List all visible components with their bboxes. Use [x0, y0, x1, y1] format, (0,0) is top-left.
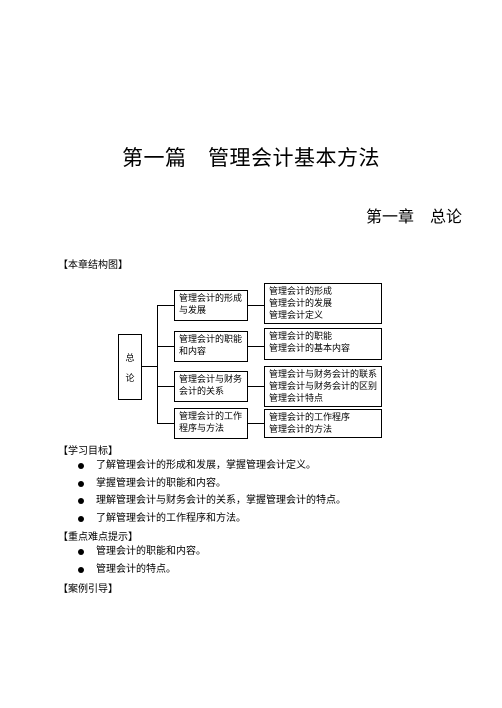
objective-text: 了解管理会计的形成和发展，掌握管理会计定义。 [96, 460, 316, 471]
case-label: 【案例引导】 [58, 584, 118, 595]
branch-label: 管理会计的职能 [179, 335, 243, 345]
branch-box: 管理会计的职能 和内容 [174, 331, 248, 362]
detail-item: 管理会计特点 [269, 394, 324, 404]
objective-text: 了解管理会计的工作程序和方法。 [96, 512, 246, 524]
keypoint-text: 管理会计的特点。 [96, 563, 176, 575]
connector-line [157, 305, 174, 306]
bullet-icon [78, 480, 84, 487]
detail-item: 管理会计的基本内容 [269, 344, 351, 354]
branch-label: 管理会计与财务 [179, 375, 243, 385]
list-item: 掌握管理会计的职能和内容。 [78, 475, 346, 493]
list-item: 管理会计的职能和内容。 [78, 543, 206, 561]
connector-line [248, 386, 264, 387]
branch-label: 管理会计的形成 [179, 294, 243, 304]
connector-line [157, 346, 174, 347]
chapter-title: 第一章 总论 [365, 207, 462, 226]
detail-box: 管理会计的工作程序 管理会计的方法 [264, 409, 382, 438]
list-item: 了解管理会计的形成和发展，掌握管理会计定义。 [78, 457, 346, 475]
objectives-list: 了解管理会计的形成和发展，掌握管理会计定义。 掌握管理会计的职能和内容。 理解管… [78, 457, 346, 527]
keypoints-list: 管理会计的职能和内容。 管理会计的特点。 [78, 543, 206, 578]
root-char: 论 [125, 374, 135, 384]
branch-box: 管理会计的工作 程序与方法 [174, 408, 248, 439]
objective-text: 理解管理会计与财务会计的关系，掌握管理会计的特点。 [96, 495, 346, 506]
branch-label: 与发展 [179, 306, 207, 316]
list-item: 了解管理会计的工作程序和方法。 [78, 510, 346, 528]
detail-item: 管理会计与财务会计的区别 [269, 382, 378, 392]
branch-box: 管理会计与财务 会计的关系 [174, 371, 248, 402]
detail-item: 管理会计的工作程序 [269, 413, 351, 423]
detail-item: 管理会计的形成 [269, 287, 333, 297]
branch-label: 和内容 [179, 347, 207, 357]
detail-item: 管理会计与财务会计的联系 [269, 370, 378, 380]
bullet-icon [78, 463, 84, 469]
bullet-icon [78, 566, 84, 573]
keypoint-text: 管理会计的职能和内容。 [96, 546, 206, 557]
connector-line [142, 366, 157, 367]
objectives-label: 【学习目标】 [58, 446, 118, 457]
part-title: 第一篇 管理会计基本方法 [122, 146, 380, 170]
connector-line [157, 423, 174, 424]
branch-label: 程序与方法 [179, 424, 225, 434]
root-char: 总 [125, 354, 135, 364]
detail-item: 管理会计定义 [269, 311, 324, 321]
connector-line [248, 346, 264, 347]
connector-line [248, 423, 264, 424]
detail-item: 管理会计的方法 [269, 425, 333, 435]
list-item: 管理会计的特点。 [78, 561, 206, 579]
detail-item: 管理会计的职能 [269, 332, 333, 342]
connector-line [157, 305, 158, 423]
detail-box: 管理会计与财务会计的联系 管理会计与财务会计的区别 管理会计特点 [264, 366, 382, 407]
connector-line [157, 386, 174, 387]
bullet-icon [78, 498, 84, 504]
objective-text: 掌握管理会计的职能和内容。 [96, 477, 226, 489]
bullet-icon [78, 549, 84, 555]
detail-box: 管理会计的职能 管理会计的基本内容 [264, 328, 382, 360]
detail-item: 管理会计的发展 [269, 299, 333, 309]
branch-box: 管理会计的形成 与发展 [174, 290, 248, 321]
structure-label: 【本章结构图】 [58, 260, 128, 271]
connector-line [248, 305, 264, 306]
branch-label: 管理会计的工作 [179, 412, 243, 422]
branch-label: 会计的关系 [179, 387, 225, 397]
root-box: 总 论 [118, 334, 142, 400]
keypoints-label: 【重点难点提示】 [58, 532, 138, 543]
detail-box: 管理会计的形成 管理会计的发展 管理会计定义 [264, 283, 382, 324]
list-item: 理解管理会计与财务会计的关系，掌握管理会计的特点。 [78, 492, 346, 510]
bullet-icon [78, 515, 84, 522]
